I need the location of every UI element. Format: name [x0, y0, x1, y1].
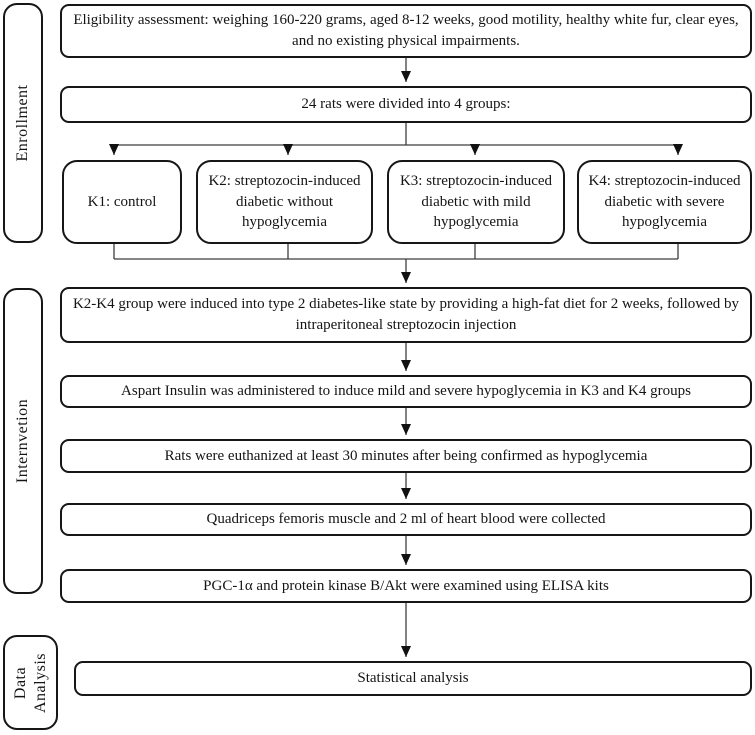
group-box-k2: K2: streptozocin-induced diabetic withou… [196, 160, 373, 244]
elisa-box: PGC-1α and protein kinase B/Akt were exa… [60, 569, 752, 603]
group-k2-text: K2: streptozocin-induced diabetic withou… [208, 172, 361, 231]
section-label-data-analysis-text: Data Analysis [11, 652, 49, 713]
section-label-data-analysis: Data Analysis [3, 635, 58, 730]
grouping-box: 24 rats were divided into 4 groups: [60, 86, 752, 123]
induction-text: K2-K4 group were induced into type 2 dia… [72, 296, 740, 333]
group-k4-text: K4: streptozocin-induced diabetic with s… [588, 172, 741, 231]
group-box-k1: K1: control [62, 160, 182, 244]
section-label-enrollment: Enrollment [3, 3, 43, 243]
statistical-analysis-box: Statistical analysis [74, 661, 752, 696]
group-box-k3: K3: streptozocin-induced diabetic with m… [387, 160, 565, 244]
elisa-text: PGC-1α and protein kinase B/Akt were exa… [203, 577, 609, 594]
merge-line-from-groups [113, 244, 679, 260]
group-k1-text: K1: control [87, 193, 157, 210]
section-label-intervention: Internvetion [3, 288, 43, 594]
eligibility-text: Eligibility assessment: weighing 160-220… [73, 12, 739, 49]
eligibility-box: Eligibility assessment: weighing 160-220… [60, 4, 752, 58]
grouping-text: 24 rats were divided into 4 groups: [301, 96, 511, 113]
insulin-box: Aspart Insulin was administered to induc… [60, 375, 752, 408]
euthanasia-box: Rats were euthanized at least 30 minutes… [60, 439, 752, 473]
induction-box: K2-K4 group were induced into type 2 dia… [60, 287, 752, 343]
statistical-analysis-text: Statistical analysis [357, 670, 469, 687]
euthanasia-text: Rats were euthanized at least 30 minutes… [164, 447, 648, 464]
section-label-intervention-text: Internvetion [14, 398, 31, 484]
group-k3-text: K3: streptozocin-induced diabetic with m… [399, 172, 553, 231]
collection-text: Quadriceps femoris muscle and 2 ml of he… [206, 511, 606, 528]
insulin-text: Aspart Insulin was administered to induc… [121, 383, 691, 400]
branch-line-to-groups [114, 123, 678, 146]
collection-box: Quadriceps femoris muscle and 2 ml of he… [60, 503, 752, 536]
section-label-enrollment-text: Enrollment [14, 84, 31, 162]
group-box-k4: K4: streptozocin-induced diabetic with s… [577, 160, 752, 244]
